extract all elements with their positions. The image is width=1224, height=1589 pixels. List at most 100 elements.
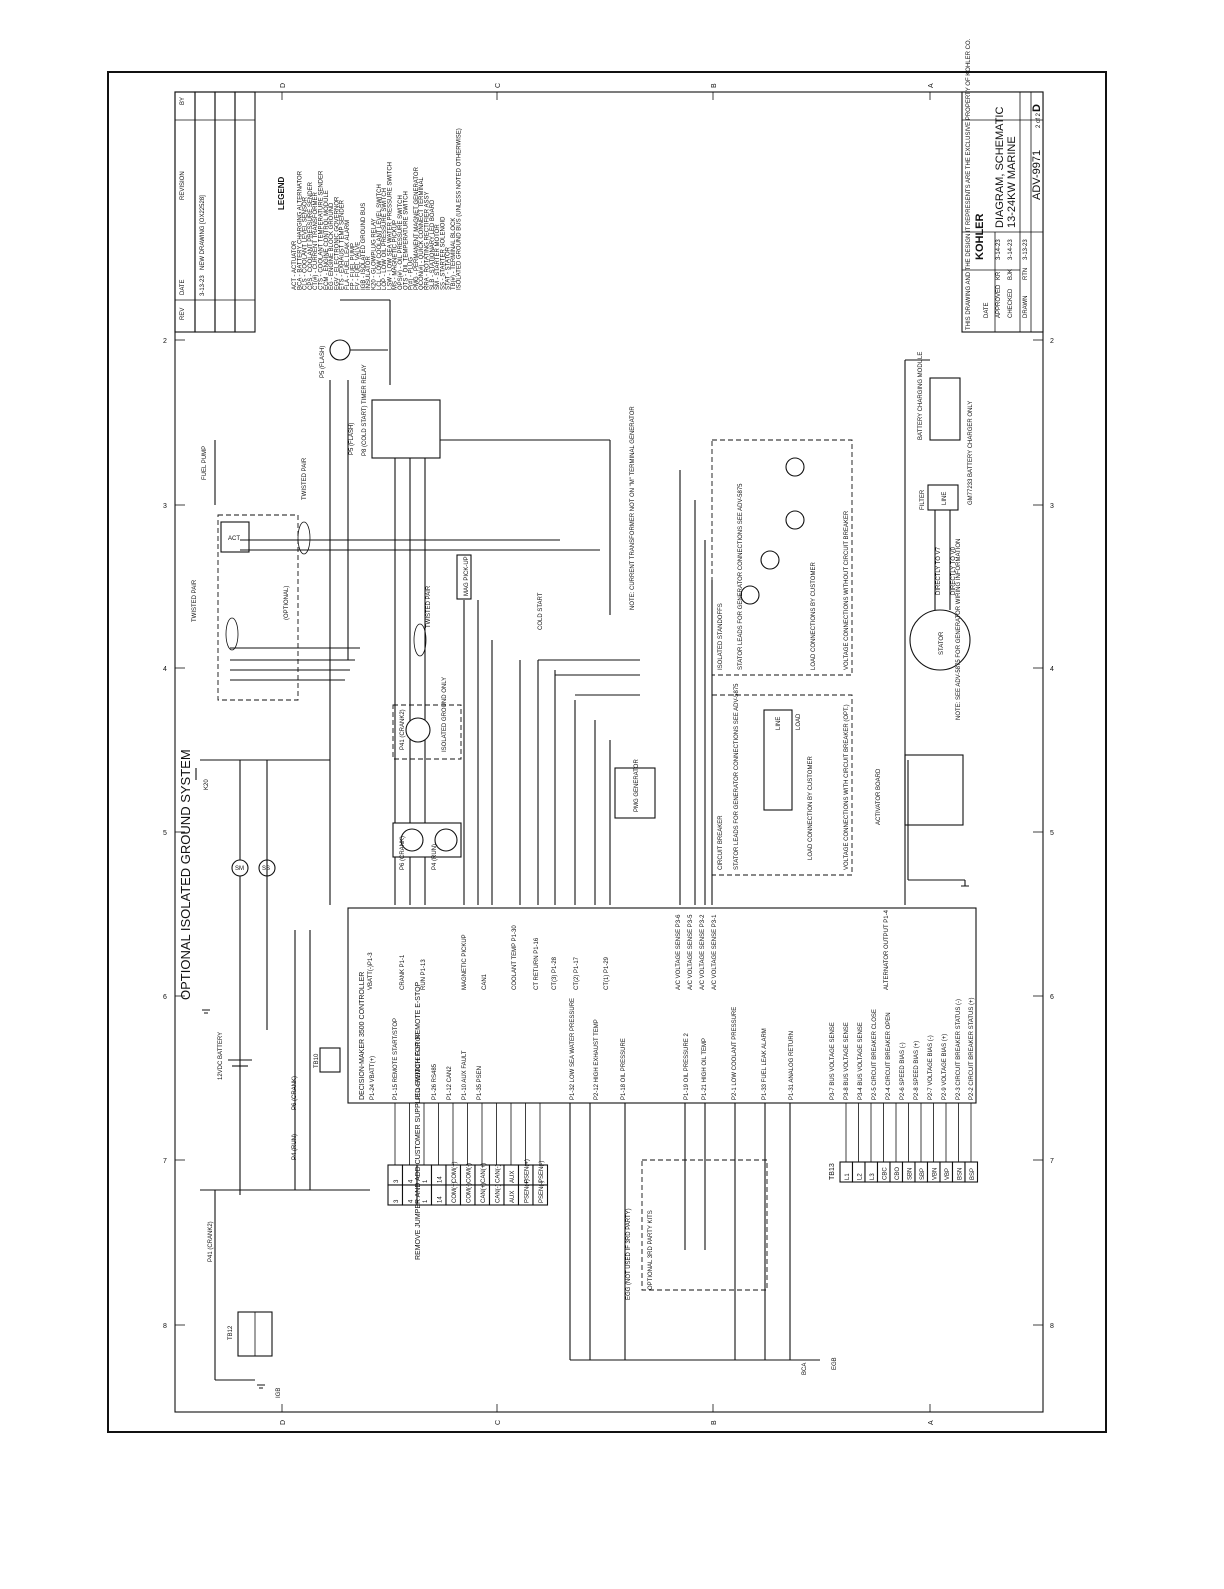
grid-letter-bottom: A bbox=[928, 1420, 935, 1425]
customer-terminal-right: CAN(+) bbox=[481, 1183, 487, 1203]
legend-item: STAT - STATOR bbox=[446, 246, 452, 290]
controller-bottom-pin: P1-35 PSEN bbox=[477, 1066, 483, 1100]
controller-bottom-pin: P1-26 RS485 bbox=[432, 1063, 438, 1100]
tb13-terminal: SBN bbox=[908, 1168, 914, 1180]
battery-charging-module bbox=[929, 377, 961, 441]
legend-item: FP - FUEL PUMP bbox=[350, 243, 356, 290]
igb-label: IGB bbox=[276, 1388, 282, 1398]
legend-item: EGV - ELECTRONIC GOVERNOR bbox=[334, 196, 340, 290]
legend-item: INSULATOR bbox=[366, 256, 372, 290]
controller-bottom-pin: P1-21 HIGH OIL TEMP bbox=[702, 1038, 708, 1100]
tb13-terminal: VBP bbox=[945, 1168, 951, 1180]
grid-letter-top: C bbox=[495, 83, 502, 88]
controller-bottom-pin: P3-4 BUS VOLTAGE SENSE bbox=[858, 1022, 864, 1100]
tb13-terminal: BSN bbox=[958, 1168, 964, 1180]
checked-by: BJK bbox=[1008, 269, 1014, 280]
grid-letter-bottom: C bbox=[495, 1420, 502, 1425]
rev-date: 3-13-23 bbox=[200, 275, 206, 296]
tb13-label: TB13 bbox=[829, 1163, 836, 1180]
controller-bottom-pin: P1-19 OIL PRESSURE 2 bbox=[684, 1033, 690, 1100]
controller-top-pin: VBATT(-)P1-3 bbox=[368, 952, 374, 990]
rev-text: NEW DRAWING [OX22528] bbox=[200, 195, 206, 270]
load-with-cb-label: LOAD CONNECTION BY CUSTOMER bbox=[808, 756, 814, 860]
k20-label: K20 bbox=[204, 779, 210, 790]
customer-terminal-right: 14 bbox=[438, 1196, 444, 1203]
legend-item: RRA - ROTATING RECTIFIER ASSY bbox=[425, 192, 431, 290]
tb13-terminal: VBN bbox=[933, 1168, 939, 1180]
customer-terminal-right: COM(-) bbox=[467, 1183, 473, 1203]
mag-pickup-label: MAG PICK-UP bbox=[464, 556, 470, 596]
legend-item: ECM - ENGINE CONTROL MODULE bbox=[324, 190, 330, 290]
voltage-with-cb-label: VOLTAGE CONNECTIONS WITH CIRCUIT BREAKER… bbox=[844, 704, 850, 870]
filter-box bbox=[927, 484, 959, 511]
grid-letter-bottom: D bbox=[280, 1420, 287, 1425]
grid-letter-bottom: B bbox=[711, 1420, 718, 1425]
fine-print: THIS DRAWING AND THE DESIGN IT REPRESENT… bbox=[966, 38, 972, 330]
controller-top-pin: CRANK P1-1 bbox=[400, 954, 406, 990]
legend-item: ACT - ACTUATOR bbox=[292, 240, 298, 290]
legend-item: FLA - FUEL LEAK ALARM bbox=[345, 220, 351, 290]
line-label: LINE bbox=[776, 717, 782, 730]
approved-label: APPROVED bbox=[996, 284, 1002, 318]
twisted-pair-3: TWISTED PAIR bbox=[426, 585, 432, 628]
rev-col-header: REV bbox=[180, 308, 186, 320]
sheet-number: 2 of 2 bbox=[1036, 112, 1042, 128]
legend-item: FV - FUEL VALVE bbox=[356, 242, 362, 290]
controller-top-pin: A/C VOLTAGE SENSE P3-6 bbox=[676, 914, 682, 990]
p41-crank2-label-b: P41 (CRANK2) bbox=[400, 709, 406, 750]
twisted-pair-2: TWISTED PAIR bbox=[192, 579, 198, 622]
circuit-breaker-box bbox=[763, 709, 793, 811]
starter-motor-symbol bbox=[231, 859, 249, 877]
legend-heading: LEGEND bbox=[277, 176, 286, 210]
legend-item: PMG - PERMANENT MAGNET GENERATOR bbox=[414, 166, 420, 290]
load-without-cb-label: LOAD CONNECTIONS BY CUSTOMER bbox=[811, 562, 817, 670]
brand-logo: KOHLER bbox=[974, 214, 986, 261]
cold-start-relay-label: P8 (COLD START) TIMER RELAY bbox=[362, 364, 368, 456]
controller-bottom-pin: P2-4 CIRCUIT BREAKER OPEN bbox=[886, 1012, 892, 1100]
legend-item: CT(#) - CURRENT TRANSFORMER bbox=[313, 192, 319, 290]
tb10-label: TB10 bbox=[314, 1053, 320, 1068]
controller-bottom-pin: P2-3 CIRCUIT BREAKER STATUS (-) bbox=[956, 999, 962, 1100]
p5-flash-lamp bbox=[329, 339, 351, 361]
controller-bottom-pin: P1-18 OIL PRESSURE bbox=[621, 1038, 627, 1100]
activator-board bbox=[904, 754, 964, 826]
legend-item: MS - MAGNETIC PICKUP bbox=[393, 220, 399, 290]
date-label: DATE bbox=[984, 302, 990, 318]
legend-item: SM - STARTER MOTOR bbox=[435, 224, 441, 290]
sm-label: SM bbox=[235, 866, 244, 872]
grid-number-left: 3 bbox=[163, 503, 167, 510]
controller-bottom-pin: P1-10 AUX FAULT bbox=[462, 1050, 468, 1100]
customer-terminal-right: 4 bbox=[409, 1199, 415, 1203]
controller-top-pin: MAGNETIC PICKUP bbox=[462, 934, 468, 990]
controller-bottom-pin: P1-24 VBATT(+) bbox=[370, 1056, 376, 1100]
date-3: 3-14-23 bbox=[996, 239, 1002, 260]
grid-number-left: 5 bbox=[163, 830, 167, 837]
directly-to-v7: DIRECTLY TO V7 bbox=[936, 546, 942, 595]
tb13-terminal: BSP bbox=[970, 1168, 976, 1180]
cold-start-label: COLD START bbox=[538, 592, 544, 630]
optional-3rd-party-label: OPTIONAL 3RD PARTY KITS bbox=[648, 1210, 654, 1290]
grid-letter-top: D bbox=[280, 83, 287, 88]
load-label: LOAD bbox=[796, 713, 802, 730]
controller-bottom-pin: P3-8 BUS VOLTAGE SENSE bbox=[844, 1022, 850, 1100]
customer-terminal-left: 4 bbox=[409, 1179, 415, 1183]
grid-number-right: 4 bbox=[1050, 666, 1054, 673]
legend-item: LOP - LOW OIL PRESSURE SWITCH bbox=[382, 188, 388, 290]
cold-start-relay: P8 (COLD START) TIMER RELAY P5 (FLASH) P… bbox=[320, 299, 611, 905]
legend-item: ETS - EXHAUST TEMP SENDER bbox=[340, 199, 346, 290]
grid-number-left: 8 bbox=[163, 1323, 167, 1330]
controller-top-pin: ALTERNATOR OUTPUT P1-4 bbox=[884, 909, 890, 990]
customer-terminal-right: PSEN(+) bbox=[525, 1179, 531, 1203]
legend-item: OTS - OIL TEMPERATURE SWITCH bbox=[403, 191, 409, 290]
grid-number-right: 7 bbox=[1050, 1158, 1054, 1165]
ct-note: NOTE: CURRENT TRANSFORMER NOT ON "M" TER… bbox=[630, 406, 636, 610]
p6-crank-label-b: P6 (CRANK) bbox=[400, 836, 406, 870]
isolated-ground-only: ISOLATED GROUND ONLY bbox=[442, 677, 448, 752]
grid-number-left: 6 bbox=[163, 994, 167, 1001]
customer-terminal-right: CAN(-) bbox=[496, 1184, 502, 1203]
optional-act-box bbox=[217, 514, 299, 701]
p4-run-label-b: P4 (RUN) bbox=[432, 844, 438, 870]
grid-letter-top: B bbox=[711, 83, 718, 88]
